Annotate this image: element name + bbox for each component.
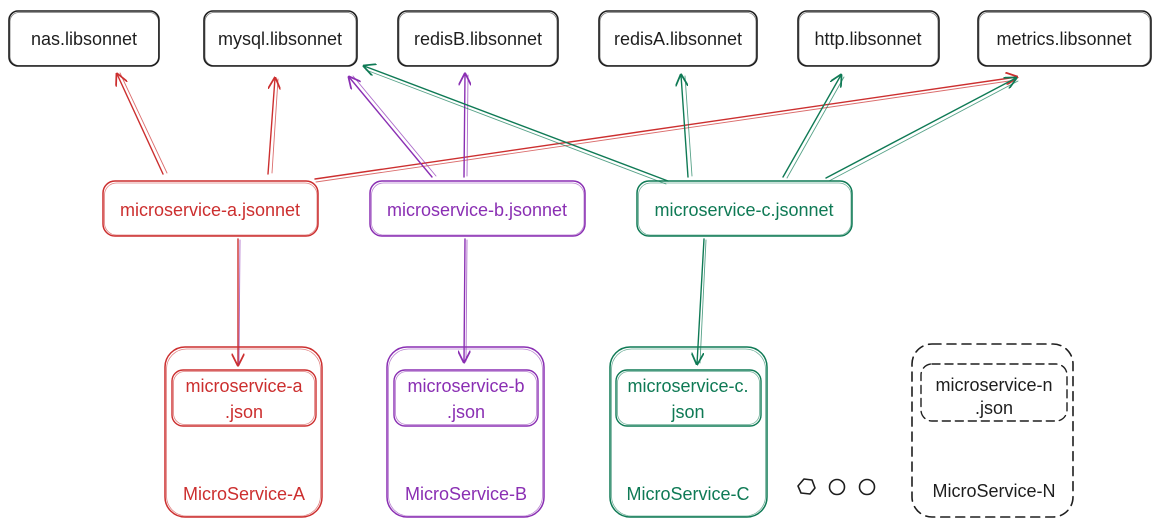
arrow-b-to-redisB xyxy=(464,74,465,178)
service-c: microservice-c. json MicroService-C xyxy=(609,346,768,518)
source-c-label: microservice-c.jsonnet xyxy=(654,200,833,220)
lib-redisB-label: redisB.libsonnet xyxy=(414,29,542,49)
service-b-json-line2: .json xyxy=(447,402,485,422)
lib-mysql-label: mysql.libsonnet xyxy=(218,29,342,49)
lib-mysql: mysql.libsonnet xyxy=(203,10,358,67)
arrow-a-to-nas xyxy=(117,74,164,175)
service-a-json-line1: microservice-a xyxy=(185,376,303,396)
arrow-b-compile xyxy=(464,238,465,362)
service-n: microservice-n .json MicroService-N xyxy=(911,343,1074,518)
arrow-c-compile xyxy=(697,238,705,364)
service-b-json-line1: microservice-b xyxy=(407,376,524,396)
service-n-name: MicroService-N xyxy=(932,481,1055,501)
lib-http-label: http.libsonnet xyxy=(814,29,921,49)
arrow-b-to-mysql xyxy=(349,77,433,178)
arrow-c-to-metrics xyxy=(825,78,1016,179)
source-a-label: microservice-a.jsonnet xyxy=(120,200,300,220)
compile-arrows xyxy=(238,238,707,365)
arrow-c-to-http xyxy=(782,75,841,178)
red-dependency-arrows xyxy=(117,73,1017,183)
lib-nas: nas.libsonnet xyxy=(8,10,160,67)
lib-metrics-label: metrics.libsonnet xyxy=(996,29,1131,49)
service-n-json-line2: .json xyxy=(975,398,1013,418)
source-c: microservice-c.jsonnet xyxy=(636,180,853,237)
service-a-name: MicroService-A xyxy=(183,484,305,504)
service-a: microservice-a .json MicroService-A xyxy=(164,346,323,518)
service-a-json-line2: .json xyxy=(225,402,263,422)
lib-metrics: metrics.libsonnet xyxy=(977,10,1152,67)
arrow-a-to-metrics xyxy=(314,77,1017,180)
arrow-a-to-mysql xyxy=(267,78,275,175)
lib-redisB: redisB.libsonnet xyxy=(397,10,559,67)
source-b: microservice-b.jsonnet xyxy=(369,180,586,237)
purple-dependency-arrows xyxy=(349,74,468,178)
source-a: microservice-a.jsonnet xyxy=(102,180,319,237)
arrow-c-to-mysql xyxy=(364,66,669,182)
lib-redisA-label: redisA.libsonnet xyxy=(614,29,742,49)
service-c-json-line2: json xyxy=(670,402,704,422)
service-n-json-line1: microservice-n xyxy=(935,375,1052,395)
service-b-name: MicroService-B xyxy=(405,484,527,504)
service-b: microservice-b .json MicroService-B xyxy=(386,346,545,518)
green-dependency-arrows xyxy=(364,66,1018,185)
lib-redisA: redisA.libsonnet xyxy=(598,10,758,67)
lib-nas-label: nas.libsonnet xyxy=(31,29,137,49)
lib-http: http.libsonnet xyxy=(797,10,940,67)
ellipsis-icon xyxy=(797,478,876,496)
service-c-json-line1: microservice-c. xyxy=(627,376,748,396)
service-c-name: MicroService-C xyxy=(626,484,749,504)
arrow-c-to-redisA xyxy=(681,75,689,178)
source-b-label: microservice-b.jsonnet xyxy=(387,200,567,220)
